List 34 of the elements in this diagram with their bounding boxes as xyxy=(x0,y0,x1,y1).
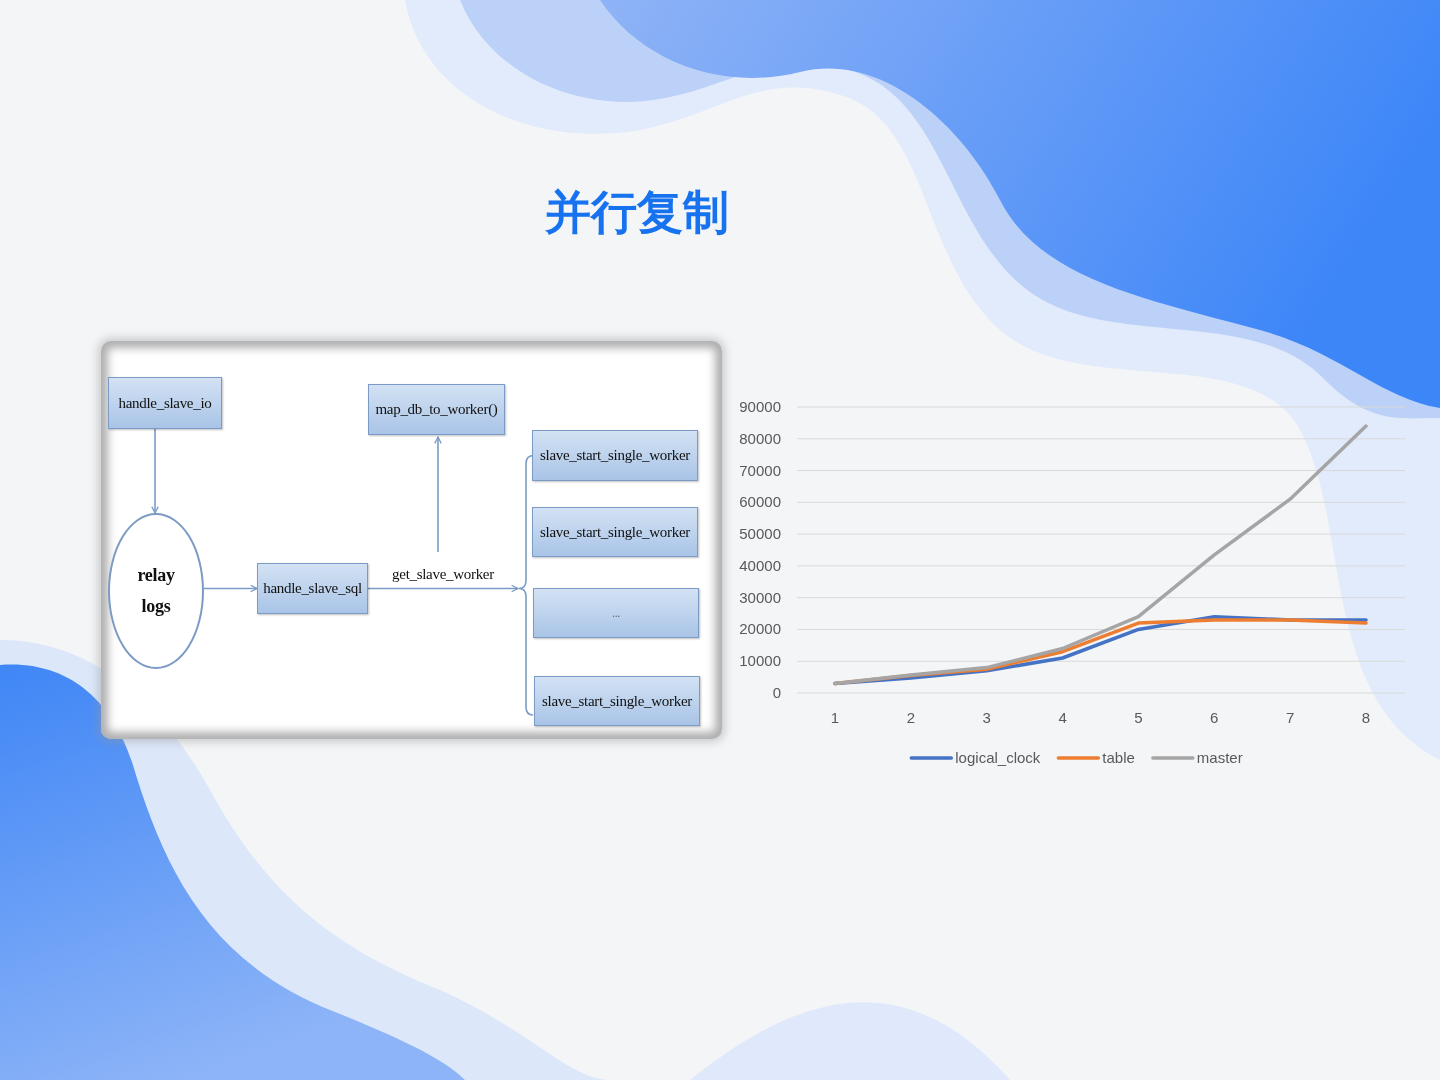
axis-tick-label: 2 xyxy=(906,709,916,726)
process-box: slave_start_single_worker xyxy=(534,676,700,726)
process-box: handle_slave_io xyxy=(108,377,222,429)
axis-tick-label: 40000 xyxy=(739,556,781,574)
arrow xyxy=(151,428,159,514)
axis-tick-label: 0 xyxy=(772,684,781,701)
axis-tick-label: 8 xyxy=(1361,709,1371,726)
legend-label: logical_clock xyxy=(955,749,1041,766)
axis-tick-label: 7 xyxy=(1285,709,1295,726)
legend-label: table xyxy=(1102,749,1135,766)
process-box: ... xyxy=(533,588,699,638)
process-box: slave_start_single_worker xyxy=(532,430,698,481)
axis-tick-label: 3 xyxy=(982,709,991,726)
axis-tick-label: 80000 xyxy=(739,429,781,447)
slide-title: 并行复制 xyxy=(544,184,730,241)
axis-tick-label: 30000 xyxy=(739,588,781,606)
axis-tick-label: 1 xyxy=(830,709,840,726)
arrow xyxy=(434,436,442,553)
axis-tick-label: 6 xyxy=(1210,709,1219,726)
arrow xyxy=(367,584,519,593)
axis-tick-label: 4 xyxy=(1058,709,1067,726)
axis-tick-label: 70000 xyxy=(739,461,781,479)
curly-brace xyxy=(518,452,534,718)
axis-tick-label: 50000 xyxy=(739,525,781,543)
axis-tick-label: 5 xyxy=(1134,709,1143,726)
axis-tick-label: 10000 xyxy=(739,652,781,670)
legend-label: master xyxy=(1196,749,1243,766)
process-box: handle_slave_sql xyxy=(257,563,368,614)
axis-tick-label: 90000 xyxy=(739,398,781,415)
axis-tick-label: 60000 xyxy=(739,493,781,511)
process-box: map_db_to_worker() xyxy=(368,384,505,435)
axis-tick-label: 20000 xyxy=(739,620,781,638)
arrow xyxy=(203,584,258,593)
process-box: slave_start_single_worker xyxy=(532,507,698,557)
